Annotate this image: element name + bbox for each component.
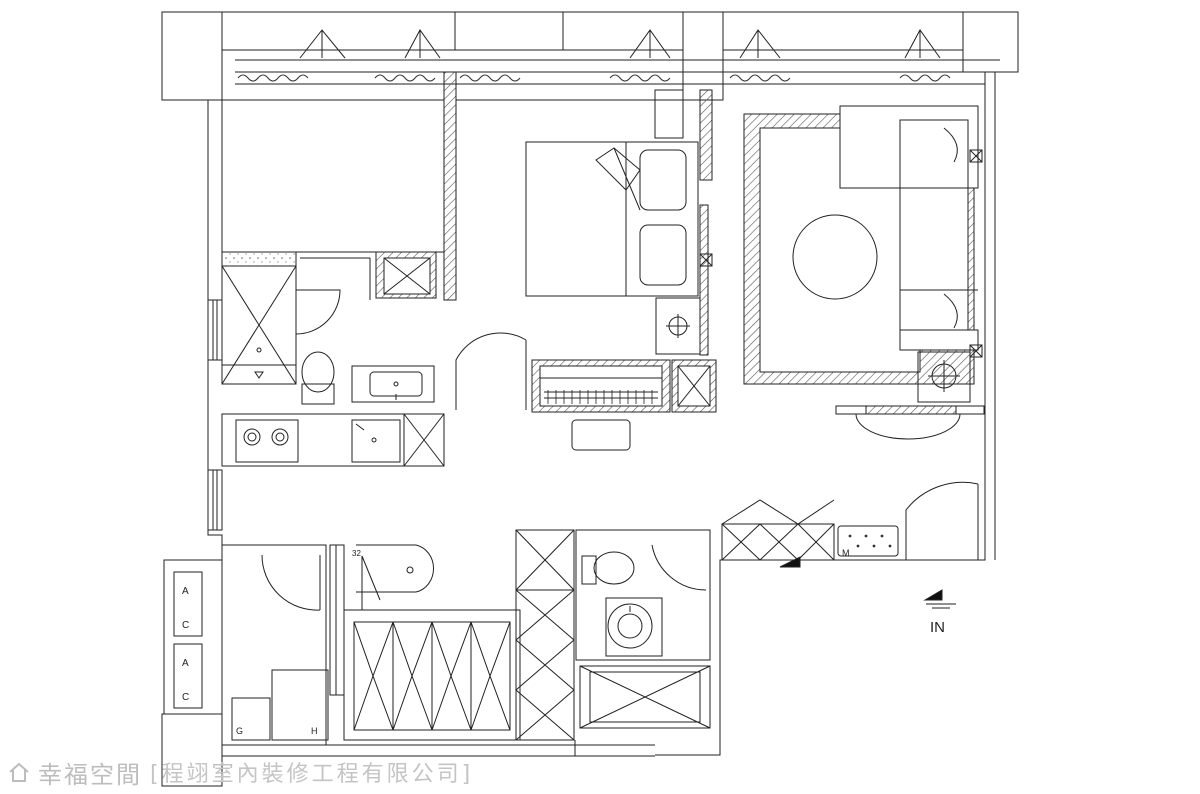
stair-number-label: 32 <box>352 549 361 558</box>
house-icon <box>9 762 29 782</box>
ac-label-1c: C <box>182 620 189 631</box>
brand-name: 幸福空間 <box>38 760 142 789</box>
windows <box>299 29 941 59</box>
entrance-label: IN <box>930 619 945 636</box>
service-area <box>161 544 434 787</box>
bathroom-left <box>221 251 437 405</box>
ac-label-2a: A <box>182 658 189 669</box>
bathroom-bottom <box>575 529 711 729</box>
water-heater-label: H <box>311 726 318 736</box>
living-room <box>743 105 985 560</box>
gas-meter-label: G <box>236 726 243 736</box>
storage-bottom <box>343 529 575 741</box>
bedroom <box>455 89 717 451</box>
watermark-footer: 幸福空間 [程翊室內裝修工程有限公司] <box>8 757 474 789</box>
ac-label-1a: A <box>182 586 189 597</box>
designer-credit: [程翊室內裝修工程有限公司] <box>150 762 474 787</box>
entry-cabinets <box>721 499 899 568</box>
kitchen <box>221 413 445 467</box>
curtains <box>237 74 951 82</box>
meter-box-label: M <box>842 548 850 558</box>
ac-label-2c: C <box>182 692 189 703</box>
entrance-marker <box>923 589 956 609</box>
room-top-left <box>221 71 457 301</box>
